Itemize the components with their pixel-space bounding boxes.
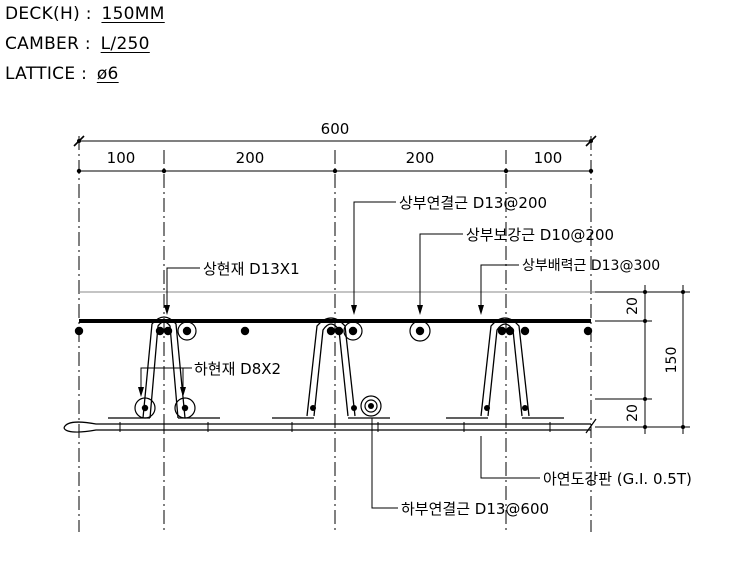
spec-camber-value: L/250 [100,34,150,54]
spec-deck-height: DECK(H) : 150MM [5,4,165,24]
dimension-vertical [595,285,690,434]
dim-top-cover: 20 [625,297,641,315]
spec-lattice: LATTICE : ø6 [5,64,119,84]
dim-seg-1: 100 [107,149,136,167]
dim-seg-4: 100 [534,149,563,167]
spec-lattice-label: LATTICE : [5,64,88,84]
spec-deck-value: 150MM [101,4,165,24]
dim-seg-2: 200 [236,149,265,167]
callout-lower-chord: 하현재 D8X2 [194,360,281,378]
spec-camber-label: CAMBER : [5,34,91,54]
leader-arrowheads [138,305,484,397]
callout-top-connect: 상부연결근 D13@200 [399,194,547,212]
callout-bottom-connect: 하부연결근 D13@600 [401,500,549,518]
leader-lines [140,201,540,509]
top-bar-rings [177,320,431,342]
callout-steel-plate: 아연도강판 (G.I. 0.5T) [543,470,692,488]
deck-plate-ticks [119,422,551,432]
dim-height-total: 150 [664,347,680,374]
dim-seg-3: 200 [406,149,435,167]
callout-upper-chord: 상현재 D13X1 [203,260,300,278]
callout-top-distribution: 상부배력근 D13@300 [522,258,660,274]
top-bar-dots [74,326,593,336]
spec-lattice-value: ø6 [96,64,119,84]
spec-deck-label: DECK(H) : [5,4,92,24]
dim-bottom-cover: 20 [625,404,641,422]
spec-camber: CAMBER : L/250 [5,34,150,54]
lattice-truss-right [446,317,564,419]
dim-total: 600 [321,120,350,138]
steel-deck-plate [63,418,597,434]
lattice-truss-mid [272,317,390,419]
callout-top-reinforce: 상부보강근 D10@200 [466,226,614,244]
bottom-bars [134,395,528,419]
